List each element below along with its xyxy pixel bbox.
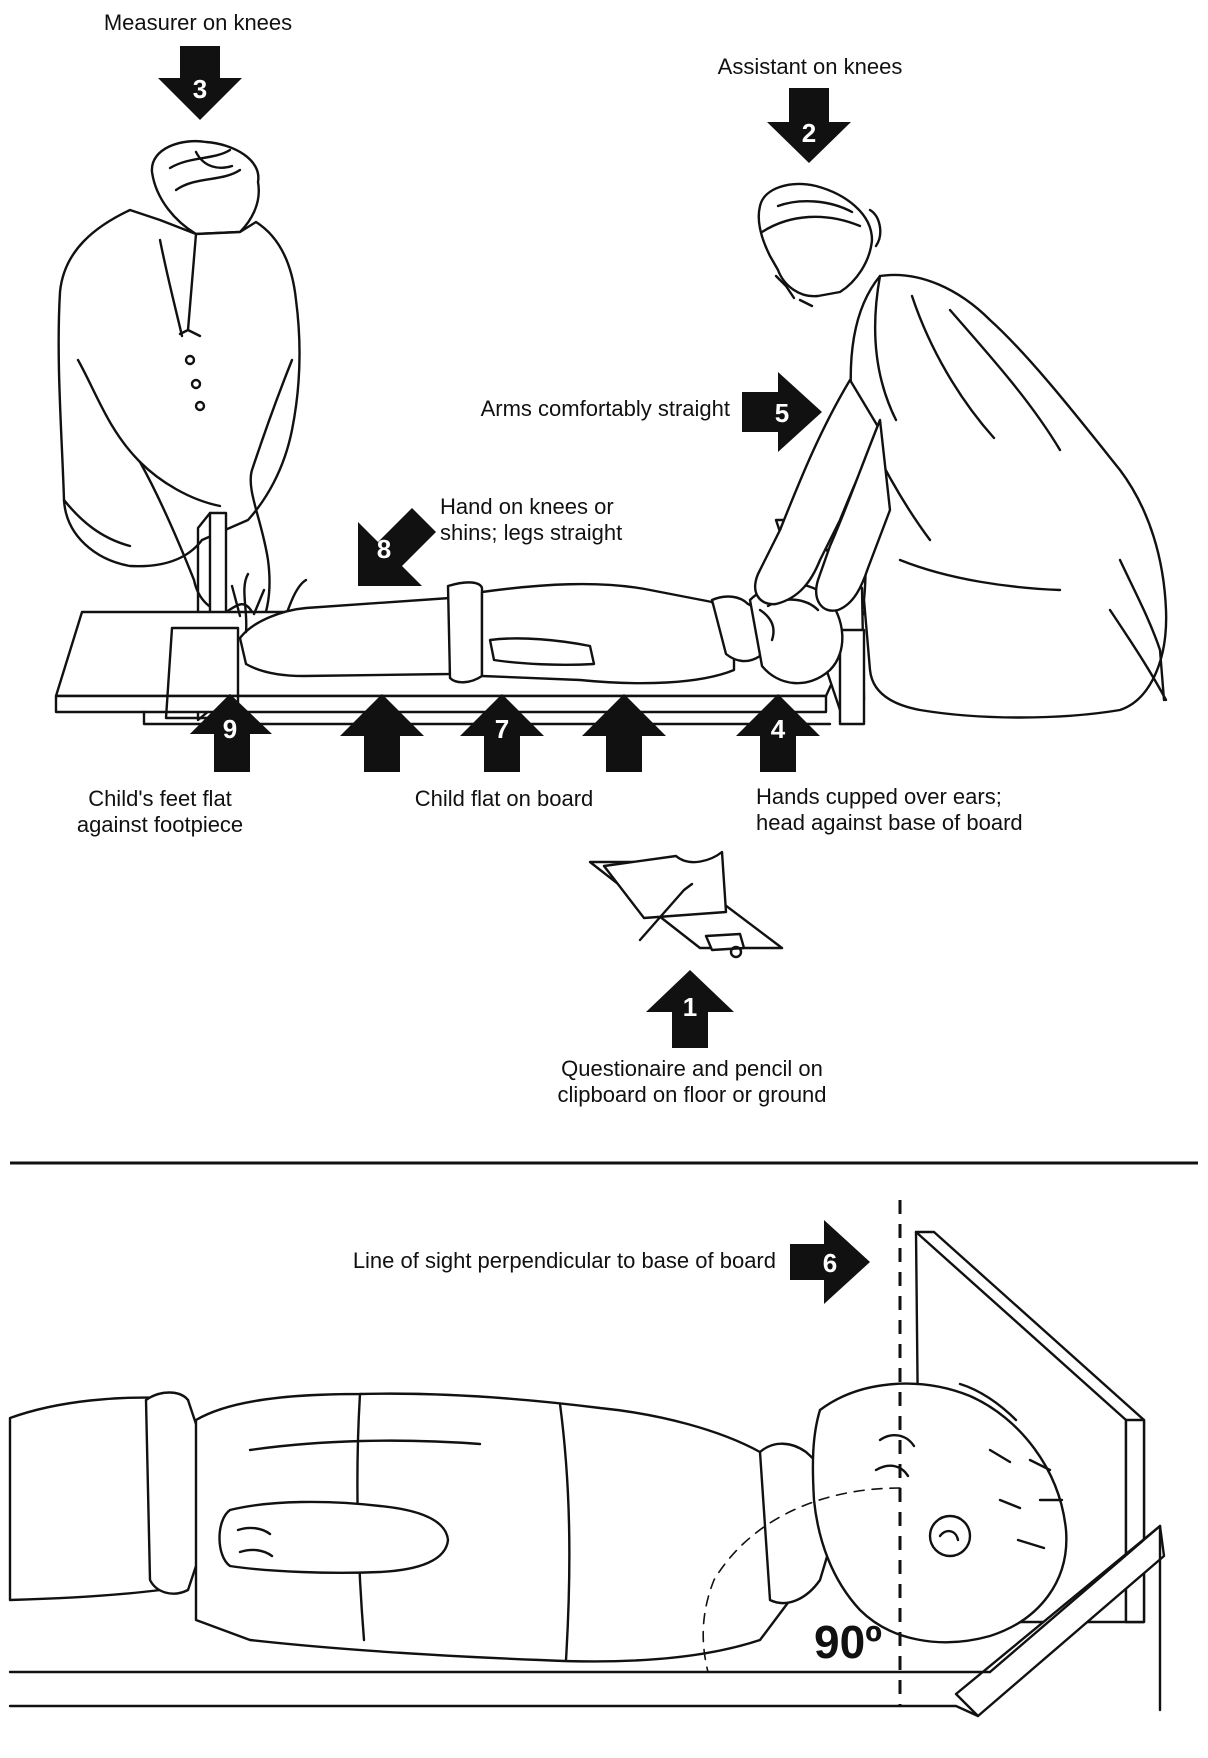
label-hand-line1: Hand on knees or (440, 494, 614, 519)
label-arms: Arms comfortably straight (481, 396, 730, 421)
arrow-3-icon: 3 (158, 46, 242, 120)
svg-text:7: 7 (495, 714, 509, 744)
arrow-8-icon: 8 (358, 508, 436, 586)
label-feet-line1: Child's feet flat (88, 786, 232, 811)
svg-text:5: 5 (775, 398, 789, 428)
label-assistant: Assistant on knees (718, 54, 903, 79)
arrow-2-icon: 2 (767, 88, 851, 163)
svg-text:9: 9 (223, 714, 237, 744)
svg-text:6: 6 (823, 1248, 837, 1278)
child-closeup (10, 1384, 1066, 1662)
label-measurer: Measurer on knees (104, 10, 292, 35)
arrow-6-icon: 6 (790, 1220, 870, 1304)
label-hands-line1: Hands cupped over ears; (756, 784, 1002, 809)
label-sight: Line of sight perpendicular to base of b… (353, 1248, 776, 1273)
svg-text:1: 1 (683, 992, 697, 1022)
angle-label: 90º (814, 1616, 882, 1668)
svg-text:4: 4 (771, 714, 786, 744)
label-child-flat: Child flat on board (415, 786, 594, 811)
label-quest-line1: Questionaire and pencil on (561, 1056, 823, 1081)
measurer-figure (59, 141, 306, 632)
label-quest-line2: clipboard on floor or ground (557, 1082, 826, 1107)
svg-text:8: 8 (377, 534, 391, 564)
label-hands-line2: head against base of board (756, 810, 1023, 835)
label-feet-line2: against footpiece (77, 812, 243, 837)
clipboard-icon (590, 852, 782, 957)
svg-text:2: 2 (802, 118, 816, 148)
arrow-1-icon: 1 (646, 970, 734, 1048)
label-hand-line2: shins; legs straight (440, 520, 622, 545)
arrow-5-icon: 5 (742, 372, 822, 452)
svg-text:3: 3 (193, 74, 207, 104)
